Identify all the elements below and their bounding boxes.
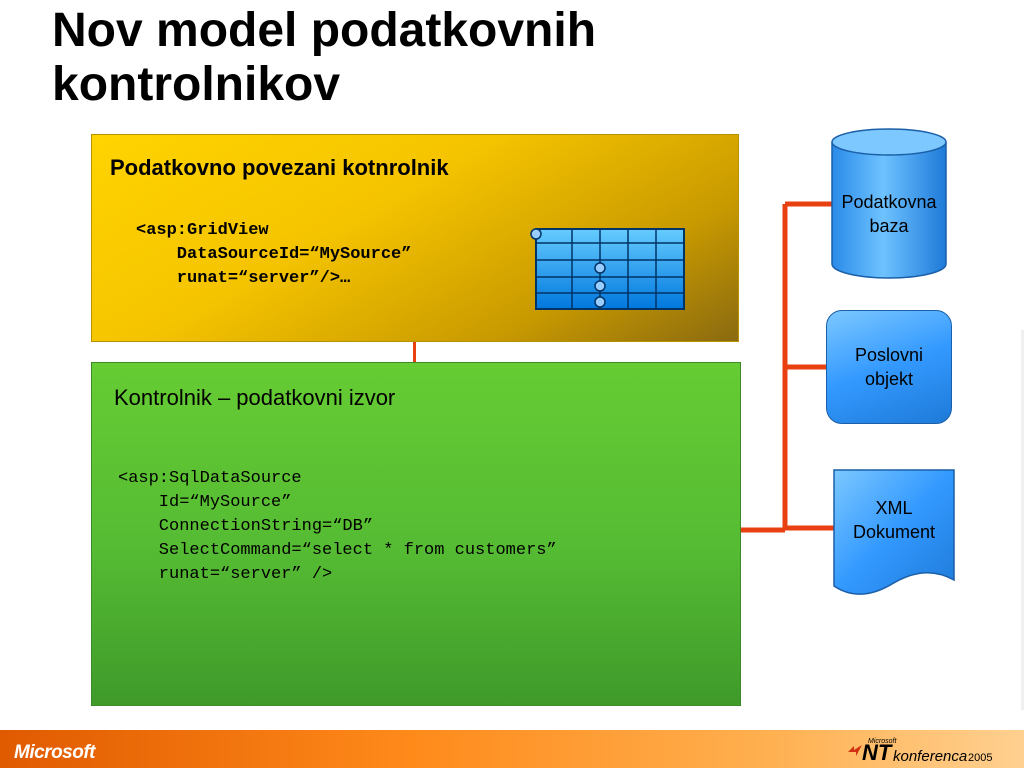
code-line: Id=“MySource”	[118, 493, 292, 512]
code-line: <asp:SqlDataSource	[118, 469, 302, 488]
code-line: runat=“server”/>…	[136, 269, 351, 288]
microsoft-logo: Microsoft	[14, 742, 96, 763]
database-icon	[831, 128, 947, 279]
nt-swoosh-icon	[848, 745, 862, 756]
database-label: Podatkovna baza	[841, 192, 937, 236]
slide-title: Nov model podatkovnih kontrolnikov	[52, 4, 597, 111]
xml-document-label: XML Dokument	[852, 498, 936, 542]
datasource-control-box: Kontrolnik – podatkovni izvor <asp:SqlDa…	[91, 362, 741, 706]
nt-konferenca-text: konferenca	[893, 748, 968, 765]
databound-heading: Podatkovno povezani kotnrolnik	[110, 155, 449, 180]
business-object-shape	[826, 310, 952, 424]
databound-code: <asp:GridView DataSourceId=“MySource” ru…	[136, 219, 411, 291]
code-line: SelectCommand=“select * from customers”	[118, 541, 557, 560]
datasource-code: <asp:SqlDataSource Id=“MySource” Connect…	[118, 467, 557, 587]
grid-icon	[530, 228, 685, 310]
code-line: runat=“server” />	[118, 565, 333, 584]
vertical-connector	[413, 342, 416, 362]
datasource-heading: Kontrolnik – podatkovni izvor	[114, 385, 396, 410]
decorative-divider	[1021, 330, 1024, 710]
xml-document-icon	[833, 469, 955, 595]
databound-control-box: Podatkovno povezani kotnrolnik <asp:Grid…	[91, 134, 739, 342]
code-line: ConnectionString=“DB”	[118, 517, 374, 536]
code-line: DataSourceId=“MySource”	[136, 245, 412, 264]
business-object-label: Poslovni objekt	[854, 345, 924, 389]
nt-logo-text: NT	[862, 740, 892, 765]
code-line: <asp:GridView	[136, 221, 269, 240]
nt-microsoft-label: Microsoft	[868, 738, 897, 745]
nt-year: 2005	[968, 752, 993, 764]
